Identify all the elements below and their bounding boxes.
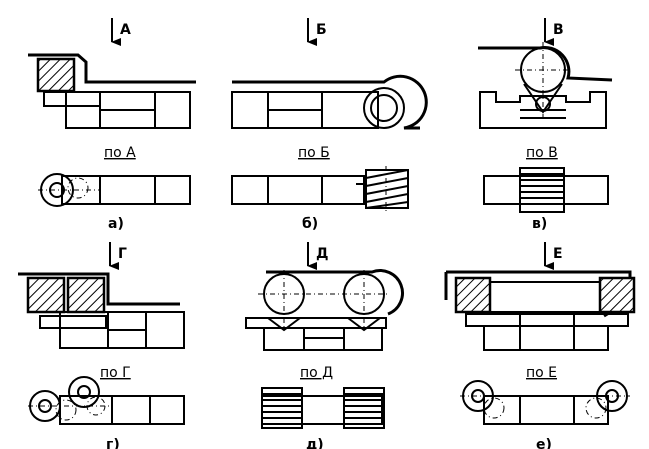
workpiece-b xyxy=(231,91,379,129)
workpiece-g xyxy=(59,311,185,349)
direction-label-g: Г xyxy=(118,246,127,262)
roller-plan-b xyxy=(365,166,409,212)
workpiece-v xyxy=(479,91,607,129)
wheel-plan-a xyxy=(40,173,74,207)
view-caption-b: по Б xyxy=(298,145,330,161)
panel-label-e: е) xyxy=(536,437,552,449)
workpiece-d xyxy=(263,327,383,351)
figure-a: А по А а) xyxy=(28,18,196,232)
panel-label-d: д) xyxy=(306,437,324,449)
workpiece-a xyxy=(65,91,191,129)
view-caption-a: по А xyxy=(104,145,136,161)
grinding-wheel-g2 xyxy=(66,276,106,314)
view-caption-e: по Е xyxy=(526,365,557,381)
wheel-plan-g2 xyxy=(68,376,100,408)
support-plate-a xyxy=(43,91,101,107)
abrasive-belt-b xyxy=(232,74,428,130)
abrasive-belt-v xyxy=(478,46,613,82)
figure-b: Б по Б б) xyxy=(231,18,428,232)
abrasive-belt-a xyxy=(28,53,196,84)
direction-label-d: Д xyxy=(316,246,328,262)
grinding-wheel-g1 xyxy=(26,276,66,314)
wheel-plan-v xyxy=(519,167,565,213)
view-caption-v: по В xyxy=(526,145,558,161)
direction-label-e: Е xyxy=(553,246,563,262)
direction-label-a: А xyxy=(120,22,131,38)
panel-label-a: а) xyxy=(108,216,124,232)
plan-workpiece-g xyxy=(59,395,185,425)
wheel-plan-d1 xyxy=(261,387,303,429)
figure-g: Г по Г г) xyxy=(18,242,185,449)
figure-d: Д по Д д) xyxy=(245,242,404,449)
workpiece-e xyxy=(483,325,609,351)
plan-workpiece-a xyxy=(61,175,191,205)
panel-label-g: г) xyxy=(106,437,120,449)
direction-label-v: В xyxy=(553,22,564,38)
grinding-wheel-e2 xyxy=(598,276,636,314)
view-caption-g: по Г xyxy=(100,365,131,381)
grinding-wheel-a xyxy=(36,57,76,93)
grinding-wheel-e1 xyxy=(454,276,492,314)
abrasive-belt-g xyxy=(18,272,180,306)
view-caption-d: по Д xyxy=(300,365,333,381)
contact-roller-b xyxy=(363,87,405,129)
direction-label-b: Б xyxy=(316,22,327,38)
wheel-plan-d2 xyxy=(343,387,385,429)
abrasive-belt-d xyxy=(266,269,404,316)
plan-workpiece-b xyxy=(231,175,365,205)
figure-e: Е по Е е) xyxy=(444,242,636,449)
panel-label-v: в) xyxy=(532,216,547,232)
figure-v: В по В в) xyxy=(478,18,613,232)
panel-label-b: б) xyxy=(302,216,318,232)
